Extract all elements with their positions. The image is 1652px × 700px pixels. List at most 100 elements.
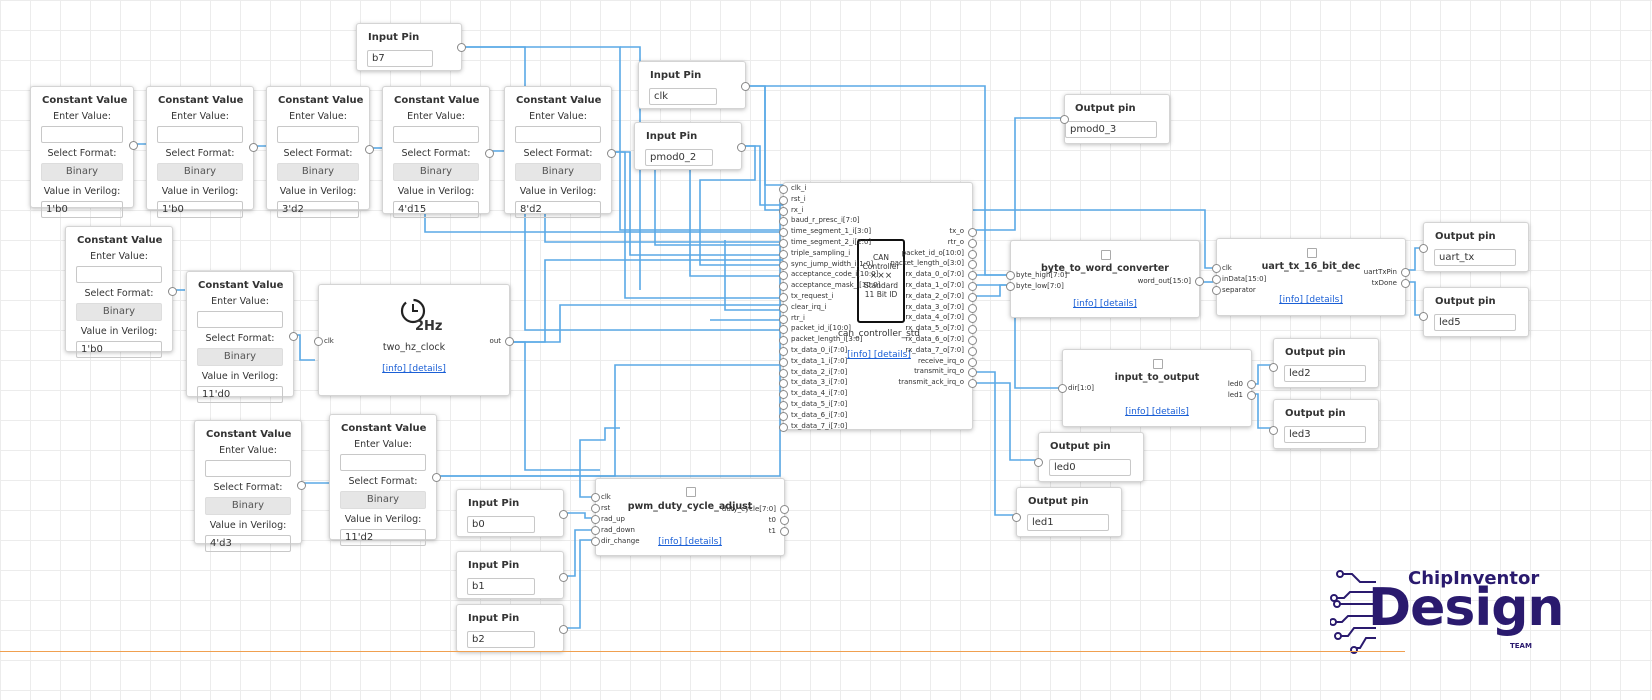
- module-links[interactable]: [info] [details]: [382, 364, 446, 374]
- clk-input-port[interactable]: [314, 337, 323, 346]
- rad-down-input-port[interactable]: [591, 526, 600, 535]
- byte-high-input-port[interactable]: [1006, 271, 1015, 280]
- pin-name-field[interactable]: led0: [1049, 459, 1131, 476]
- output-port[interactable]: [559, 573, 568, 582]
- output-pin-node[interactable]: Output pin led3: [1269, 399, 1379, 449]
- rst-input-port[interactable]: [591, 504, 600, 513]
- input-port[interactable]: [1269, 426, 1278, 435]
- can-input-port[interactable]: [779, 357, 788, 367]
- can-input-port[interactable]: [779, 325, 788, 335]
- can-input-port[interactable]: [779, 217, 788, 227]
- format-select[interactable]: Binary: [76, 303, 162, 321]
- dir-change-input-port[interactable]: [591, 537, 600, 546]
- output-port[interactable]: [559, 625, 568, 634]
- format-select[interactable]: Binary: [41, 163, 123, 181]
- can-output-port[interactable]: [968, 292, 977, 302]
- output-port[interactable]: [457, 43, 466, 52]
- pwm-duty-cycle-module[interactable]: pwm_duty_cycle_adjust clk rst rad_up rad…: [591, 478, 789, 556]
- can-input-port[interactable]: [779, 239, 788, 248]
- input-pin-node[interactable]: Input Pin b7: [356, 23, 466, 71]
- can-output-port[interactable]: [968, 238, 977, 248]
- output-port[interactable]: [607, 149, 616, 158]
- input-to-output-module[interactable]: input_to_output dir[1:0] led0 led1 [info…: [1058, 349, 1256, 427]
- can-output-port[interactable]: [968, 249, 977, 259]
- t1-output-port[interactable]: [780, 527, 789, 536]
- output-port[interactable]: [289, 332, 298, 341]
- byte-low-input-port[interactable]: [1006, 282, 1015, 291]
- can-input-port[interactable]: [779, 293, 788, 302]
- can-input-port[interactable]: [779, 347, 788, 356]
- can-input-port[interactable]: [779, 411, 788, 421]
- can-output-port[interactable]: [968, 325, 977, 335]
- can-input-port[interactable]: [779, 422, 788, 432]
- output-port[interactable]: [559, 510, 568, 519]
- uart-tx-module[interactable]: uart_tx_16_bit_dec clk inData[15:0] sepa…: [1212, 238, 1410, 316]
- pin-name-field[interactable]: pmod0_2: [645, 149, 713, 166]
- constant-value-node[interactable]: Constant Value Enter Value: Select Forma…: [30, 86, 138, 218]
- pin-name-field[interactable]: b2: [467, 631, 535, 648]
- format-select[interactable]: Binary: [340, 491, 426, 509]
- can-input-port[interactable]: [779, 249, 788, 259]
- input-pin-node[interactable]: Input Pin b0: [456, 489, 568, 537]
- input-port[interactable]: [1269, 363, 1278, 372]
- constant-value-node[interactable]: Constant Value Enter Value: Select Forma…: [382, 86, 494, 218]
- can-output-port[interactable]: [968, 303, 977, 313]
- format-select[interactable]: Binary: [205, 497, 291, 515]
- enter-value-input[interactable]: [205, 460, 291, 477]
- output-pin-node[interactable]: Output pin led5: [1419, 287, 1529, 337]
- input-pin-node[interactable]: Input Pin b1: [456, 551, 568, 599]
- can-input-port[interactable]: [779, 368, 788, 378]
- module-links[interactable]: [info] [details]: [1125, 407, 1189, 417]
- t0-output-port[interactable]: [780, 516, 789, 525]
- output-port[interactable]: [485, 149, 494, 158]
- can-input-port[interactable]: [779, 303, 788, 313]
- can-output-port[interactable]: [968, 228, 977, 237]
- constant-value-node[interactable]: Constant Value Enter Value: Select Forma…: [329, 414, 441, 546]
- can-input-port[interactable]: [779, 336, 788, 346]
- constant-value-node[interactable]: Constant Value Enter Value: Select Forma…: [146, 86, 258, 218]
- word-out-output-port[interactable]: [1195, 277, 1204, 286]
- can-input-port[interactable]: [779, 260, 788, 270]
- input-pin-node[interactable]: Input Pin b2: [456, 604, 568, 652]
- can-input-port[interactable]: [779, 206, 788, 216]
- input-port[interactable]: [1419, 244, 1428, 253]
- pin-name-field[interactable]: b7: [367, 50, 433, 67]
- output-pin-node[interactable]: Output pin led2: [1269, 338, 1379, 388]
- byte-to-word-converter-module[interactable]: byte_to_word_converter byte_high[7:0] by…: [1006, 240, 1204, 318]
- can-output-port[interactable]: [968, 314, 977, 324]
- pin-name-field[interactable]: led5: [1434, 314, 1516, 331]
- indata-input-port[interactable]: [1212, 275, 1221, 284]
- module-links[interactable]: [info] [details]: [1279, 295, 1343, 305]
- out-output-port[interactable]: [505, 337, 514, 346]
- input-pin-node[interactable]: Input Pin pmod0_2: [634, 122, 746, 170]
- two-hz-clock-module[interactable]: 2Hz two_hz_clock [info] [details] clk ou…: [314, 284, 514, 396]
- pin-name-field[interactable]: pmod0_3: [1065, 121, 1157, 138]
- enter-value-input[interactable]: [277, 126, 359, 143]
- constant-value-node[interactable]: Constant Value Enter Value: Select Forma…: [194, 420, 306, 552]
- can-input-port[interactable]: [779, 185, 788, 194]
- can-output-port[interactable]: [968, 346, 977, 356]
- format-select[interactable]: Binary: [277, 163, 359, 181]
- can-input-port[interactable]: [779, 401, 788, 410]
- pin-name-field[interactable]: clk: [649, 88, 717, 105]
- output-port[interactable]: [168, 287, 177, 296]
- can-controller-module[interactable]: CAN Controller ⨯⨯⨯ Standard 11 Bit ID ca…: [779, 182, 977, 432]
- output-port[interactable]: [741, 82, 750, 91]
- can-input-port[interactable]: [779, 282, 788, 292]
- output-port[interactable]: [737, 143, 746, 152]
- output-port[interactable]: [129, 141, 138, 150]
- pin-name-field[interactable]: led1: [1027, 514, 1109, 531]
- can-input-port[interactable]: [779, 271, 788, 281]
- pin-name-field[interactable]: b1: [467, 578, 535, 595]
- clk-input-port[interactable]: [1212, 264, 1221, 273]
- enter-value-input[interactable]: [41, 126, 123, 143]
- enter-value-input[interactable]: [340, 454, 426, 471]
- constant-value-node[interactable]: Constant Value Enter Value: Select Forma…: [65, 226, 177, 358]
- can-output-port[interactable]: [968, 357, 977, 367]
- enter-value-input[interactable]: [76, 266, 162, 283]
- enter-value-input[interactable]: [393, 126, 479, 143]
- output-pin-node[interactable]: Output pin uart_tx: [1419, 222, 1529, 272]
- can-output-port[interactable]: [968, 282, 977, 291]
- can-output-port[interactable]: [968, 368, 977, 378]
- format-select[interactable]: Binary: [393, 163, 479, 181]
